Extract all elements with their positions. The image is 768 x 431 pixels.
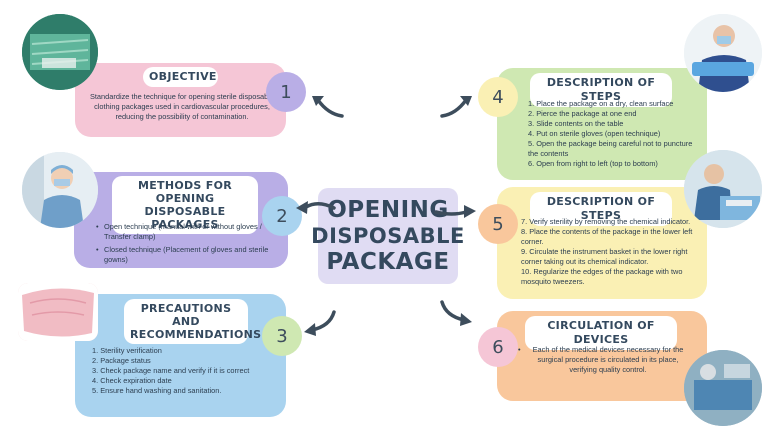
steps-a-list: 1. Place the package on a dry, clean sur…: [528, 99, 700, 169]
sterile-package-photo: [18, 283, 98, 341]
steps-b-title: DESCRIPTION OF STEPS: [530, 192, 672, 226]
steps-a-item: 4. Put on sterile gloves (open technique…: [528, 129, 661, 138]
steps-a-title: DESCRIPTION OF STEPS: [530, 73, 672, 107]
precautions-title-line2: RECOMMENDATIONS: [130, 328, 262, 341]
step-number-4: 4: [478, 77, 518, 117]
nurse-table-photo: [684, 150, 762, 228]
objective-text: Standardize the technique for opening st…: [89, 92, 275, 121]
surgical-instruments-photo: [22, 14, 98, 90]
arrow-to-steps-a: [440, 96, 472, 118]
steps-b-item: 10. Regularize the edges of the package …: [521, 267, 683, 286]
precautions-item: 1. Sterility verification: [92, 346, 162, 355]
precautions-title-line1: PRECAUTIONS AND: [140, 302, 232, 328]
steps-b-item: 7. Verify sterility by removing the chem…: [521, 217, 691, 226]
methods-item: •Closed technique (Placement of gloves a…: [96, 245, 269, 264]
methods-item: •Open technique (manual with or without …: [96, 222, 262, 241]
nurse-photo: [684, 14, 762, 92]
precautions-item: 2. Package status: [92, 356, 151, 365]
methods-title: METHODS FOR OPENING DISPOSABLE PACKAGES: [112, 176, 258, 234]
steps-a-item: 3. Slide contents on the table: [528, 119, 624, 128]
precautions-list: 1. Sterility verification 2. Package sta…: [92, 346, 268, 396]
step-number-5: 5: [478, 204, 518, 244]
precautions-item: 3. Check package name and verify if it i…: [92, 366, 250, 375]
circulation-item: •Each of the medical devices necessary f…: [518, 345, 684, 374]
center-title-line1: OPENING: [327, 197, 449, 223]
arrow-to-methods: [296, 201, 336, 214]
precautions-item: 5. Ensure hand washing and sanitation.: [92, 386, 222, 395]
steps-a-item: 6. Open from right to left (top to botto…: [528, 159, 658, 168]
circulation-list: •Each of the medical devices necessary f…: [518, 345, 690, 375]
precautions-title: PRECAUTIONS AND RECOMMENDATIONS: [124, 299, 262, 344]
methods-title-line2: DISPOSABLE PACKAGES: [144, 205, 226, 231]
step-number-3: 3: [262, 316, 302, 356]
steps-a-item: 1. Place the package on a dry, clean sur…: [528, 99, 674, 108]
steps-a-item: 2. Pierce the package at one end: [528, 109, 637, 118]
arrow-to-steps-b: [434, 205, 476, 218]
precautions-item: 4. Check expiration date: [92, 376, 172, 385]
step-number-1: 1: [266, 72, 306, 112]
steps-b-item: 8. Place the contents of the package in …: [521, 227, 693, 246]
center-title-line2: DISPOSABLE: [311, 224, 465, 248]
arrow-to-precautions: [304, 310, 336, 336]
arrow-to-circulation: [440, 300, 472, 326]
operating-room-photo: [684, 350, 762, 426]
surgeon-photo: [22, 152, 98, 228]
arrow-to-objective: [312, 96, 344, 118]
center-title-line3: PACKAGE: [326, 249, 450, 275]
circulation-title: CIRCULATION OF DEVICES: [525, 316, 677, 350]
methods-list: •Open technique (manual with or without …: [96, 222, 278, 265]
objective-title: OBJECTIVE: [143, 67, 218, 87]
steps-a-item: 5. Open the package being careful not to…: [528, 139, 693, 158]
center-title: OPENING DISPOSABLE PACKAGE: [311, 188, 464, 284]
steps-b-item: 9. Circulate the instrument basket in th…: [521, 247, 688, 266]
step-number-2: 2: [262, 196, 302, 236]
methods-title-line1: METHODS FOR OPENING: [137, 179, 233, 205]
steps-b-list: 7. Verify sterility by removing the chem…: [521, 217, 699, 287]
step-number-6: 6: [478, 327, 518, 367]
